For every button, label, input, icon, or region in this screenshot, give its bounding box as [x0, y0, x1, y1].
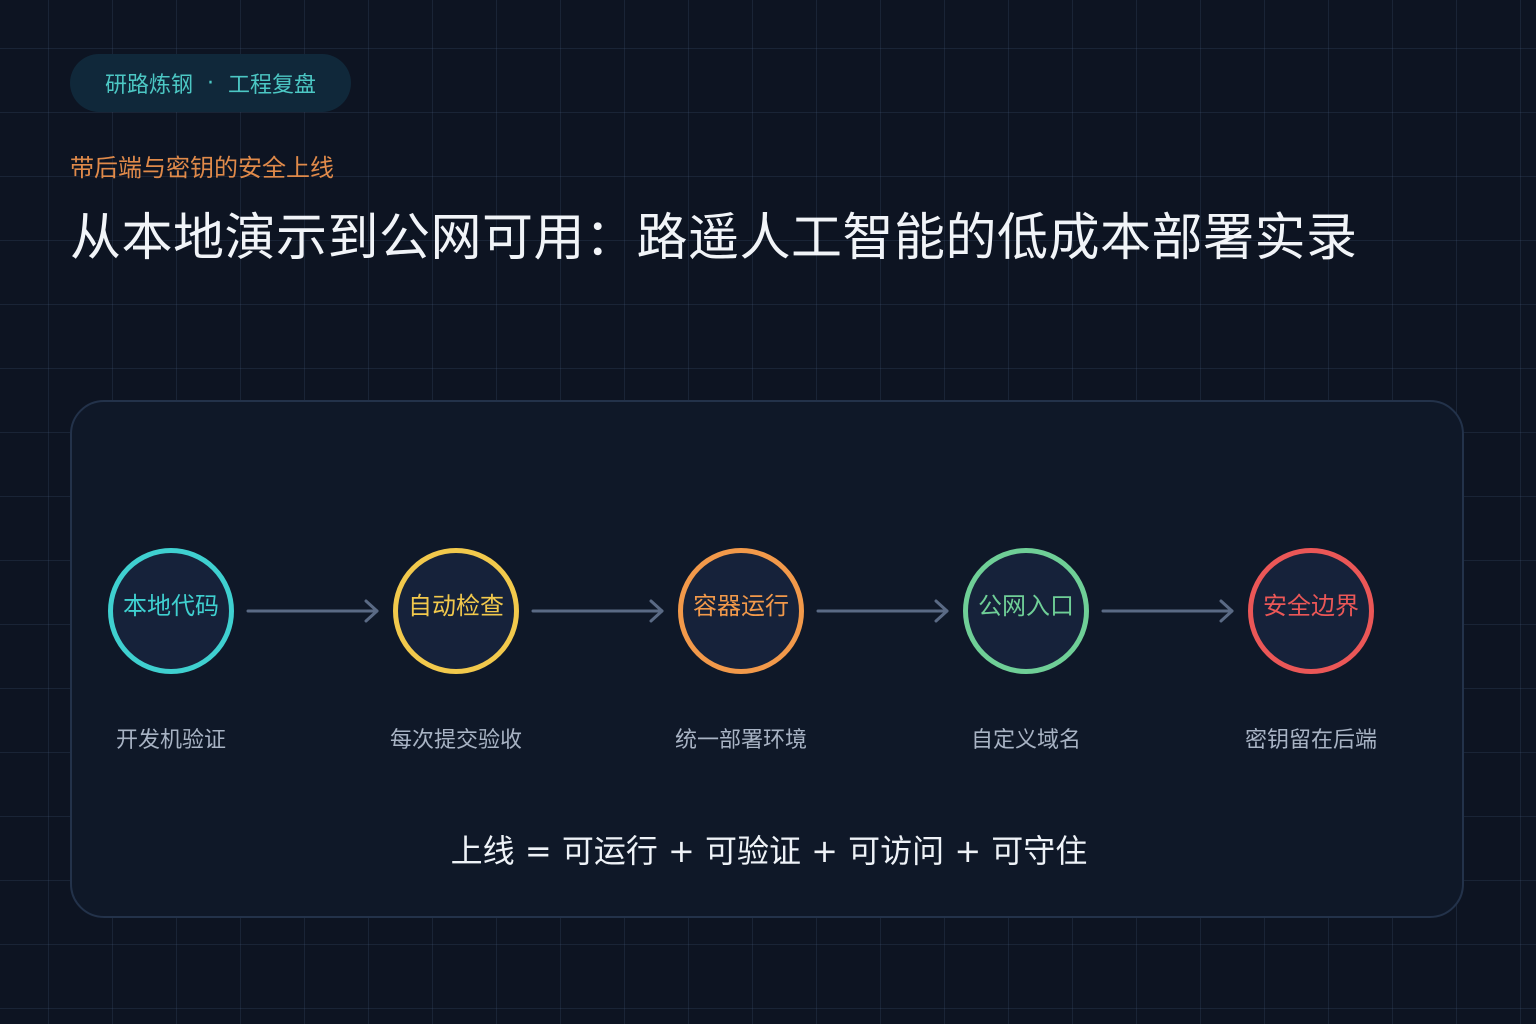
flow-node-caption: 开发机验证 — [115, 728, 226, 753]
flow-node-label: 自动检查 — [408, 592, 504, 620]
badge-separator: · — [207, 70, 214, 96]
flow-node-auto-check — [393, 548, 519, 674]
flow-node-label: 容器运行 — [693, 592, 789, 620]
flow-arrow-head — [1219, 599, 1234, 623]
flow-node-label: 安全边界 — [1263, 592, 1359, 620]
page-title: 从本地演示到公网可用：路遥人工智能的低成本部署实录 — [70, 209, 1358, 268]
page-subtitle: 带后端与密钥的安全上线 — [70, 154, 334, 182]
flow-panel: 本地代码 开发机验证 自动检查 每次提交验收 容器运行 统一部署环境 公网入口 … — [70, 400, 1464, 918]
launch-formula: 上线 = 可运行 + 可验证 + 可访问 + 可守住 — [450, 832, 1088, 870]
brand-badge: 研路炼钢 · 工程复盘 — [70, 54, 351, 112]
flow-node-public-entry — [963, 548, 1089, 674]
flow-node-caption: 自定义域名 — [970, 728, 1081, 753]
flow-node-container-run — [678, 548, 804, 674]
section-name: 工程复盘 — [228, 73, 317, 98]
flow-node-label: 公网入口 — [978, 592, 1074, 620]
flow-arrow-head — [364, 599, 379, 623]
flow-arrow-head — [934, 599, 949, 623]
flow-node-security-boundary — [1248, 548, 1374, 674]
flow-node-caption: 每次提交验收 — [389, 728, 522, 753]
flow-node-label: 本地代码 — [123, 592, 219, 620]
flow-node-caption: 密钥留在后端 — [1244, 728, 1377, 753]
flow-node-caption: 统一部署环境 — [674, 728, 807, 753]
flow-node-local-code — [108, 548, 234, 674]
brand-name: 研路炼钢 — [104, 73, 193, 98]
flow-arrows — [246, 599, 1234, 623]
flow-arrow-head — [649, 599, 664, 623]
